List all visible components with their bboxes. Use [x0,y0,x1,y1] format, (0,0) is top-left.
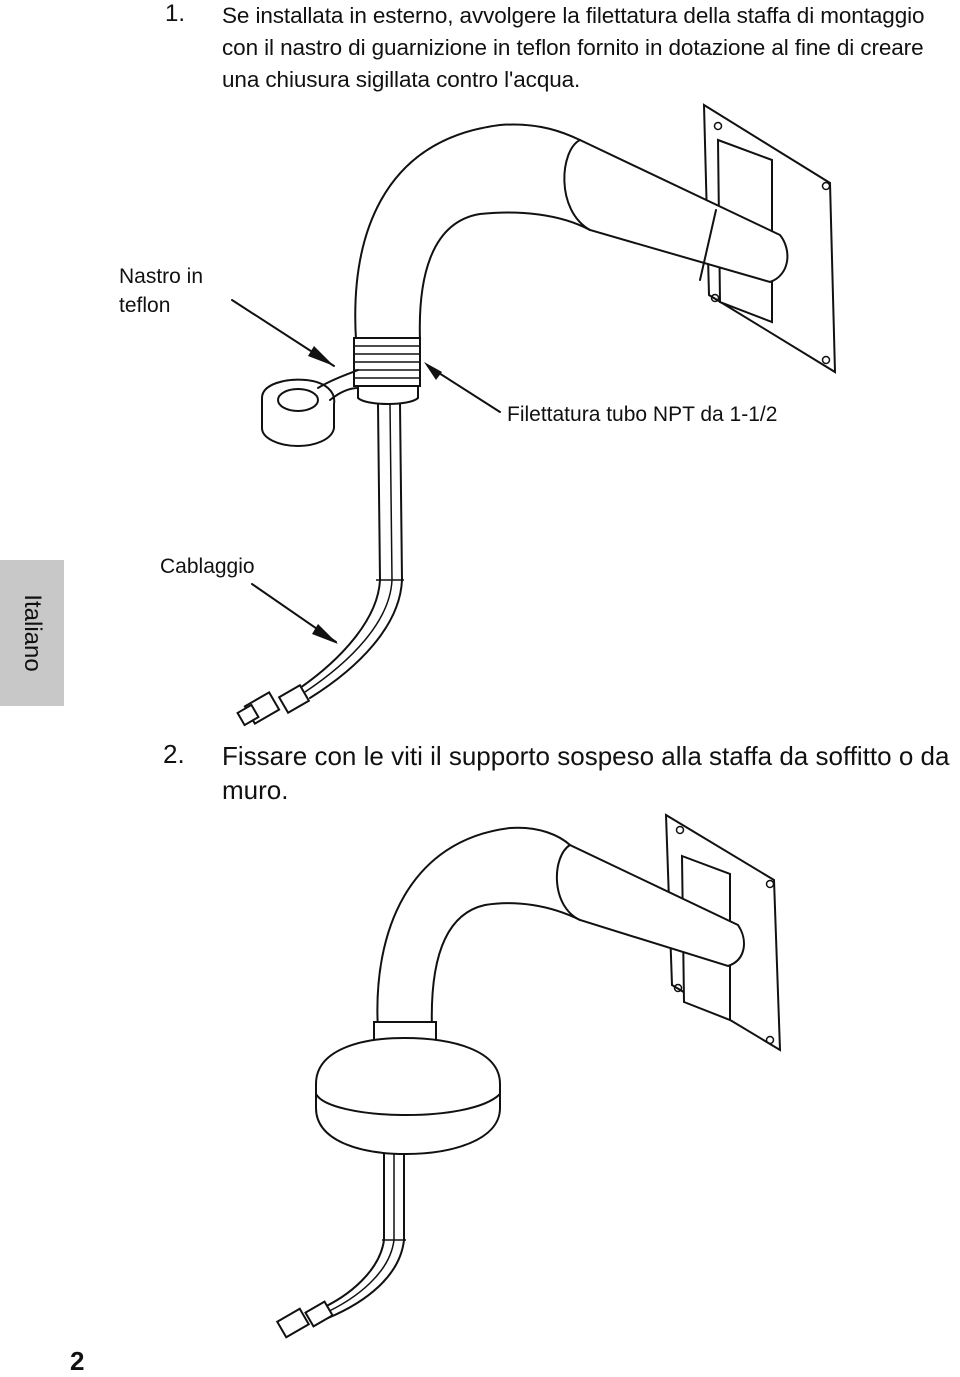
language-tab-label: Italiano [19,594,46,672]
step-2-text: Fissare con le viti il supporto sospeso … [222,741,950,805]
step-1-text: Se installata in esterno, avvolgere la f… [222,3,925,92]
step-2-number: 2. [163,739,185,769]
page-number: 2 [70,1346,85,1376]
callout-teflon-tape-text: Nastro in teflon [119,265,204,317]
pendant-cap [315,1036,501,1156]
figure-2-bracket [275,813,782,1339]
language-side-tab: Italiano [0,560,64,706]
callout-teflon-tape: Nastro in teflon [119,262,229,320]
connector-plugs [236,683,311,727]
arm-tube [354,123,789,341]
callout-wiring: Cablaggio [160,555,255,578]
figure-1-bracket [231,103,837,727]
step-1-number: 1. [165,0,186,27]
callout-npt-thread: Filettatura tubo NPT da 1-1/2 [507,403,778,426]
arm-tube [376,826,745,1031]
